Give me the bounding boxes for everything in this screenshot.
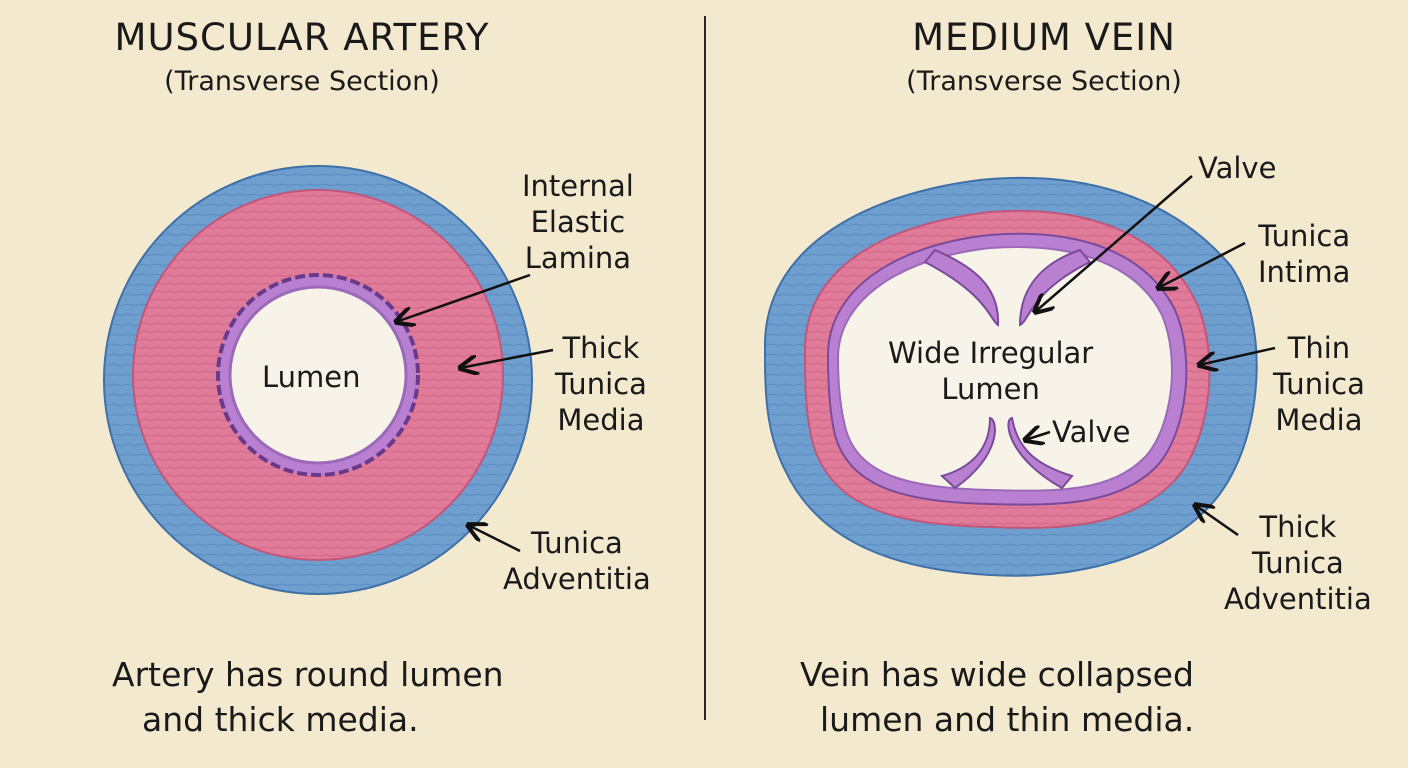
vein-valve-bottom-label: Valve (1052, 415, 1131, 449)
artery-panel: MUSCULAR ARTERY (Transverse Section) (114, 16, 490, 97)
artery-caption: Artery has round lumen and thick media. (112, 655, 504, 739)
vein-media-label: Thin Tunica Media (1273, 331, 1365, 437)
artery-adventitia-label: Tunica Adventitia (503, 526, 651, 596)
arrow-iel (396, 273, 531, 322)
vein-title: MEDIUM VEIN (912, 16, 1176, 59)
vein-caption: Vein has wide collapsed lumen and thin m… (800, 655, 1195, 739)
vein-valve-top-right (1018, 248, 1092, 327)
vein-valve-top-left (923, 248, 1000, 327)
artery-cross-section (103, 165, 533, 595)
arrow-vein-adventitia (1195, 505, 1239, 537)
artery-subtitle: (Transverse Section) (164, 66, 440, 97)
arrow-valve-top (1035, 175, 1193, 312)
arrow-artery-media (460, 348, 554, 368)
vein-valve-bottom-right (1007, 416, 1074, 490)
vein-cross-section (763, 176, 1258, 577)
vein-intima-label: Tunica Intima (1258, 219, 1351, 289)
vein-valve-bottom-left (940, 416, 996, 490)
artery-title: MUSCULAR ARTERY (114, 16, 490, 59)
artery-lumen (228, 285, 408, 465)
arrow-artery-adventitia (468, 525, 521, 553)
arrow-valve-bottom (1025, 432, 1051, 440)
vein-lumen (836, 246, 1173, 492)
vein-lumen-label: Wide Irregular Lumen (888, 336, 1094, 406)
artery-media-label: Thick Tunica Media (555, 331, 647, 437)
artery-lumen-label: Lumen (262, 360, 361, 394)
panel-divider (704, 16, 706, 720)
artery-iel-label: Internal Elastic Lamina (522, 169, 634, 275)
vein-panel: MEDIUM VEIN (Transverse Section) (704, 0, 1408, 768)
arrow-vein-intima (1158, 241, 1246, 288)
vein-valve-top-label: Valve (1198, 151, 1277, 185)
arrow-vein-media (1199, 346, 1276, 365)
vein-subtitle: (Transverse Section) (906, 66, 1182, 97)
vein-adventitia-label: Thick Tunica Adventitia (1224, 510, 1372, 616)
